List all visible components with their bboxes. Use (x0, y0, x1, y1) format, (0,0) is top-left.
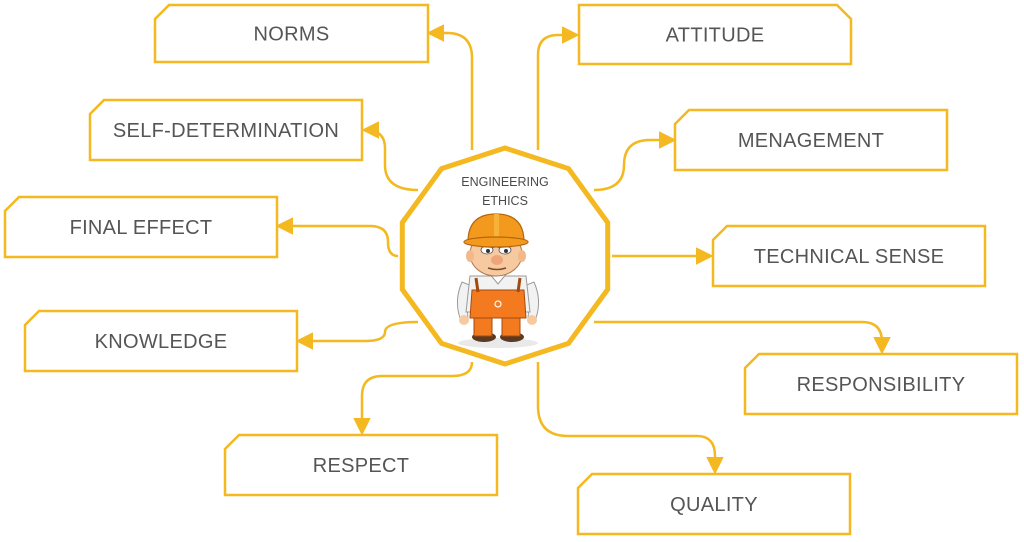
node-label-attitude: ATTITUDE (666, 25, 765, 47)
node-knowledge: KNOWLEDGE (23, 309, 299, 373)
node-attitude: ATTITUDE (577, 3, 853, 66)
node-label-respect: RESPECT (313, 455, 410, 477)
center-title-line1: ENGINEERING (461, 175, 549, 189)
node-menagement: MENAGEMENT (673, 108, 949, 172)
node-box-norms (153, 3, 430, 64)
node-box-quality (576, 472, 852, 536)
node-label-self-determination: SELF-DETERMINATION (113, 120, 339, 142)
node-label-menagement: MENAGEMENT (738, 130, 884, 152)
connector-quality (536, 362, 724, 475)
connector-respect (353, 361, 474, 436)
label-boxes: NORMS ATTITUDE SELF-DETERMINATION MENAGEMEN… (3, 3, 1019, 536)
connector-self-determination (361, 121, 419, 192)
connector-knowledge (295, 320, 419, 350)
node-label-final-effect: FINAL EFFECT (70, 217, 213, 239)
connector-responsibility (594, 320, 891, 355)
node-box-self-determination (88, 98, 364, 162)
node-box-final-effect (3, 195, 279, 259)
node-label-responsibility: RESPONSIBILITY (797, 374, 966, 396)
connector-norms (426, 24, 474, 150)
node-box-respect (223, 433, 499, 497)
connector-attitude (536, 26, 580, 150)
center-title-line2: ETHICS (482, 194, 528, 208)
node-final-effect: FINAL EFFECT (3, 195, 279, 259)
node-technical-sense: TECHNICAL SENSE (711, 224, 987, 288)
node-norms: NORMS (153, 3, 430, 64)
node-label-quality: QUALITY (670, 494, 758, 516)
node-box-menagement (673, 108, 949, 172)
node-label-knowledge: KNOWLEDGE (95, 331, 228, 353)
connector-menagement (593, 131, 677, 192)
connector-final-effect (275, 217, 399, 258)
node-self-determination: SELF-DETERMINATION (88, 98, 364, 162)
node-box-responsibility (743, 352, 1019, 416)
node-label-technical-sense: TECHNICAL SENSE (754, 246, 944, 268)
center-hub: ENGINEERING ETHICS (399, 145, 611, 367)
construction-worker-icon (456, 213, 540, 348)
node-box-knowledge (23, 309, 299, 373)
node-box-attitude (577, 3, 853, 66)
connectors (275, 24, 891, 475)
node-respect: RESPECT (223, 433, 499, 497)
node-quality: QUALITY (576, 472, 852, 536)
node-responsibility: RESPONSIBILITY (743, 352, 1019, 416)
node-label-norms: NORMS (254, 24, 330, 46)
node-box-technical-sense (711, 224, 987, 288)
